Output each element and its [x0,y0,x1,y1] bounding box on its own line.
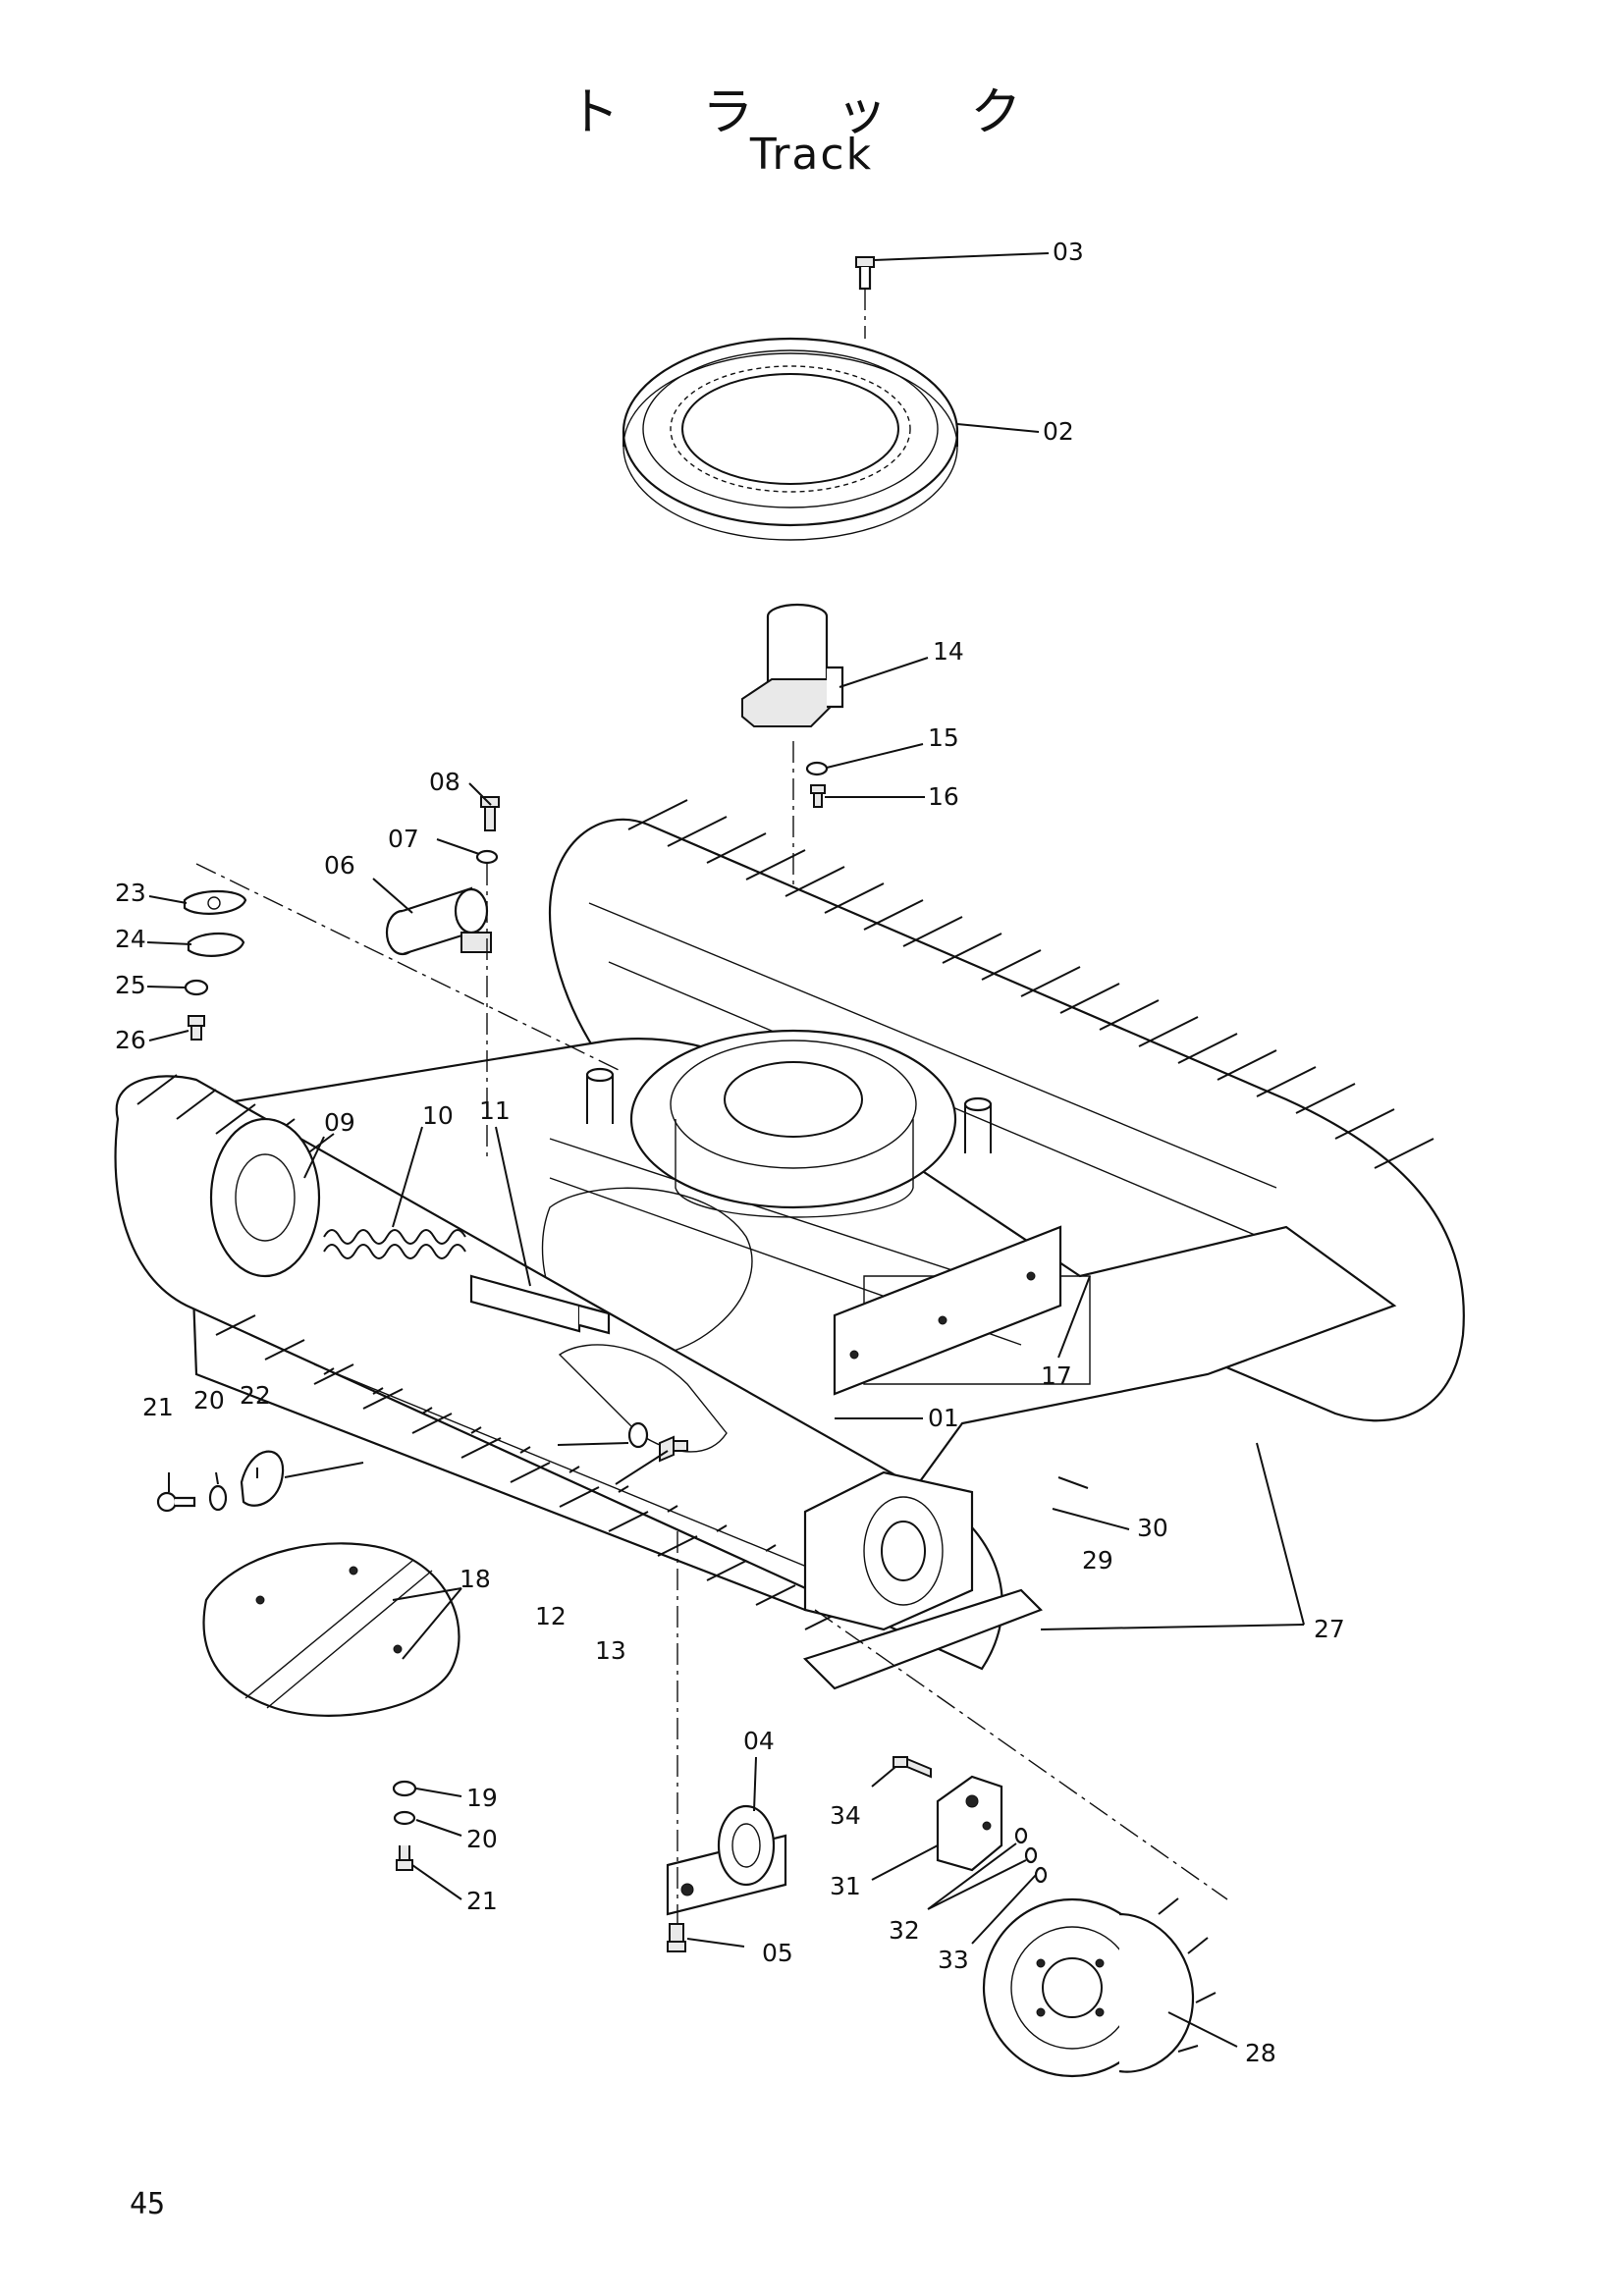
upper-roller-washer-07 [475,849,499,865]
bolt-05 [667,1923,686,1952]
label-07: 07 [388,825,419,853]
sprocket-guard-27 [802,1588,1043,1690]
label-29: 29 [1082,1546,1113,1575]
center-joint-washer [805,761,829,776]
ring-bolt [855,256,875,339]
label-23: 23 [115,879,146,907]
valve-31 [936,1775,1003,1872]
upper-roller-bolt-08 [480,796,500,831]
part-labels: 03 02 14 15 16 08 07 06 23 24 25 26 09 1… [115,238,1345,2067]
lower-roller-04 [666,1804,787,1916]
label-03: 03 [1053,238,1084,266]
shim-24 [187,933,245,957]
label-11: 11 [479,1096,511,1125]
label-10: 10 [422,1101,454,1130]
upper-roller-06 [385,886,492,956]
center-joint [741,603,844,727]
cover-plate-axis [195,863,620,1071]
label-21-lower: 21 [466,1887,498,1915]
washer-19 [392,1780,417,1797]
label-26: 26 [115,1026,146,1054]
label-28: 28 [1245,2039,1276,2067]
adjuster-cylinder-11 [469,1274,611,1335]
nut-12 [627,1421,649,1449]
label-20-upper: 20 [193,1386,225,1415]
label-08: 08 [429,768,460,796]
frame-posts [585,1067,993,1153]
label-01: 01 [928,1404,959,1432]
bolt-34 [893,1756,932,1779]
label-24: 24 [115,925,146,953]
page-title-japanese: ト ラ ッ ク [568,83,1055,142]
label-12: 12 [535,1602,567,1630]
label-34: 34 [830,1801,861,1830]
label-30: 30 [1137,1514,1168,1542]
leader-lines [146,252,1305,2048]
cover-plate-23 [183,890,247,915]
label-22: 22 [240,1381,271,1410]
label-04: 04 [743,1727,775,1755]
washer-20-upper [208,1484,228,1512]
bolt-21-upper [156,1491,196,1513]
label-25: 25 [115,971,146,999]
label-31: 31 [830,1872,861,1900]
sprocket-axis [814,1609,1228,1900]
travel-motor-mount [803,1470,974,1631]
o-rings-32-33 [1014,1827,1048,1884]
label-09: 09 [324,1108,355,1137]
front-idler-09 [209,1117,321,1278]
washer-25 [184,979,209,996]
label-32: 32 [889,1916,920,1945]
bolt-26 [188,1015,205,1041]
label-17: 17 [1041,1362,1072,1390]
cap-22 [240,1450,285,1507]
page-number: 45 [130,2187,166,2221]
recoil-spring-10 [323,1229,466,1259]
lower-roller-row [313,1363,865,1591]
center-joint-bolt [810,784,826,808]
swing-bearing-ring [622,337,959,541]
label-16: 16 [928,782,959,811]
label-05: 05 [762,1939,793,1967]
label-33: 33 [938,1946,969,1974]
bolt-21-lower [396,1845,413,1871]
label-20-lower: 20 [466,1825,498,1853]
label-19: 19 [466,1784,498,1812]
label-14: 14 [933,637,964,666]
label-13: 13 [595,1636,626,1665]
swing-circle-mount [629,1029,957,1218]
label-02: 02 [1043,417,1074,446]
label-18: 18 [460,1565,491,1593]
right-track-grousers [627,799,1434,1169]
label-27: 27 [1314,1615,1345,1643]
label-15: 15 [928,723,959,752]
label-21-upper: 21 [142,1393,174,1421]
page-title-english: Track [749,130,874,180]
washer-20-lower [393,1810,416,1826]
side-plate-17 [833,1225,1062,1396]
label-06: 06 [324,851,355,880]
under-cover-18 [202,1542,460,1717]
sprocket-motor-28 [982,1897,1217,2078]
